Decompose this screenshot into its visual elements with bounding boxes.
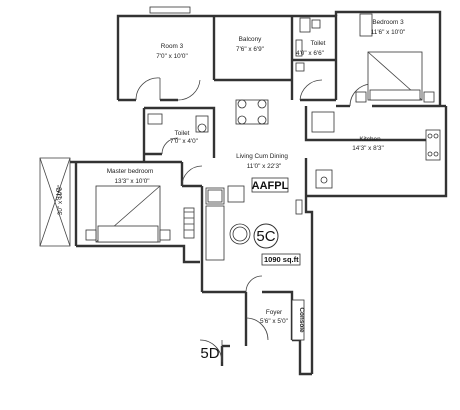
- bedroom3-dims: 11'6" x 10'0": [371, 29, 406, 36]
- plan-labels: AAFPL 5C 1090 sq.ft 5D: [200, 177, 301, 362]
- room3-name: Room 3: [161, 43, 184, 50]
- foyer-dims: 5'6" x 5'0": [260, 318, 288, 325]
- room3-dims: 7'0" x 10'0": [156, 53, 188, 60]
- area-box: [261, 253, 301, 266]
- kitchen-name: Kitchen: [359, 136, 381, 143]
- unit-5d-label: 5D: [200, 345, 219, 362]
- kitchen-dims: 14'3" x 8'3": [352, 145, 384, 152]
- area-label: 1090 sq.ft: [264, 255, 299, 264]
- toilet-top-name: Toilet: [311, 40, 326, 47]
- unit-5c-circle: [253, 223, 279, 249]
- ots-area: [39, 157, 71, 247]
- toilet-top-dims: 4'0" x 6'6": [296, 50, 324, 57]
- balcony-name: Balcony: [239, 36, 263, 43]
- master-name: Master bedroom: [107, 168, 154, 175]
- outer-walls: [70, 10, 448, 376]
- toilet-mid-dims: 7'0" x 4'0": [170, 138, 198, 145]
- unit-5c-label: 5C: [256, 228, 275, 245]
- console-label: Console: [298, 307, 305, 333]
- master-dims: 13'3" x 10'0": [114, 178, 149, 185]
- ots-name: OTS: [54, 187, 61, 200]
- balcony-dims: 7'6" x 6'9": [236, 46, 264, 53]
- ots-dims: 30" x 10'0": [57, 185, 64, 215]
- living-name: Living Cum Dining: [236, 153, 288, 160]
- foyer-name: Foyer: [266, 309, 283, 316]
- room-labels: Room 3 7'0" x 10'0" Balcony 7'6" x 6'9" …: [54, 19, 405, 333]
- brand-label: AAFPL: [252, 180, 289, 192]
- furniture: [85, 6, 441, 341]
- brand-box: [251, 177, 289, 193]
- living-dims: 11'0" x 22'3": [247, 163, 282, 170]
- toilet-mid-name: Toilet: [175, 130, 190, 137]
- bedroom3-name: Bedroom 3: [372, 19, 404, 26]
